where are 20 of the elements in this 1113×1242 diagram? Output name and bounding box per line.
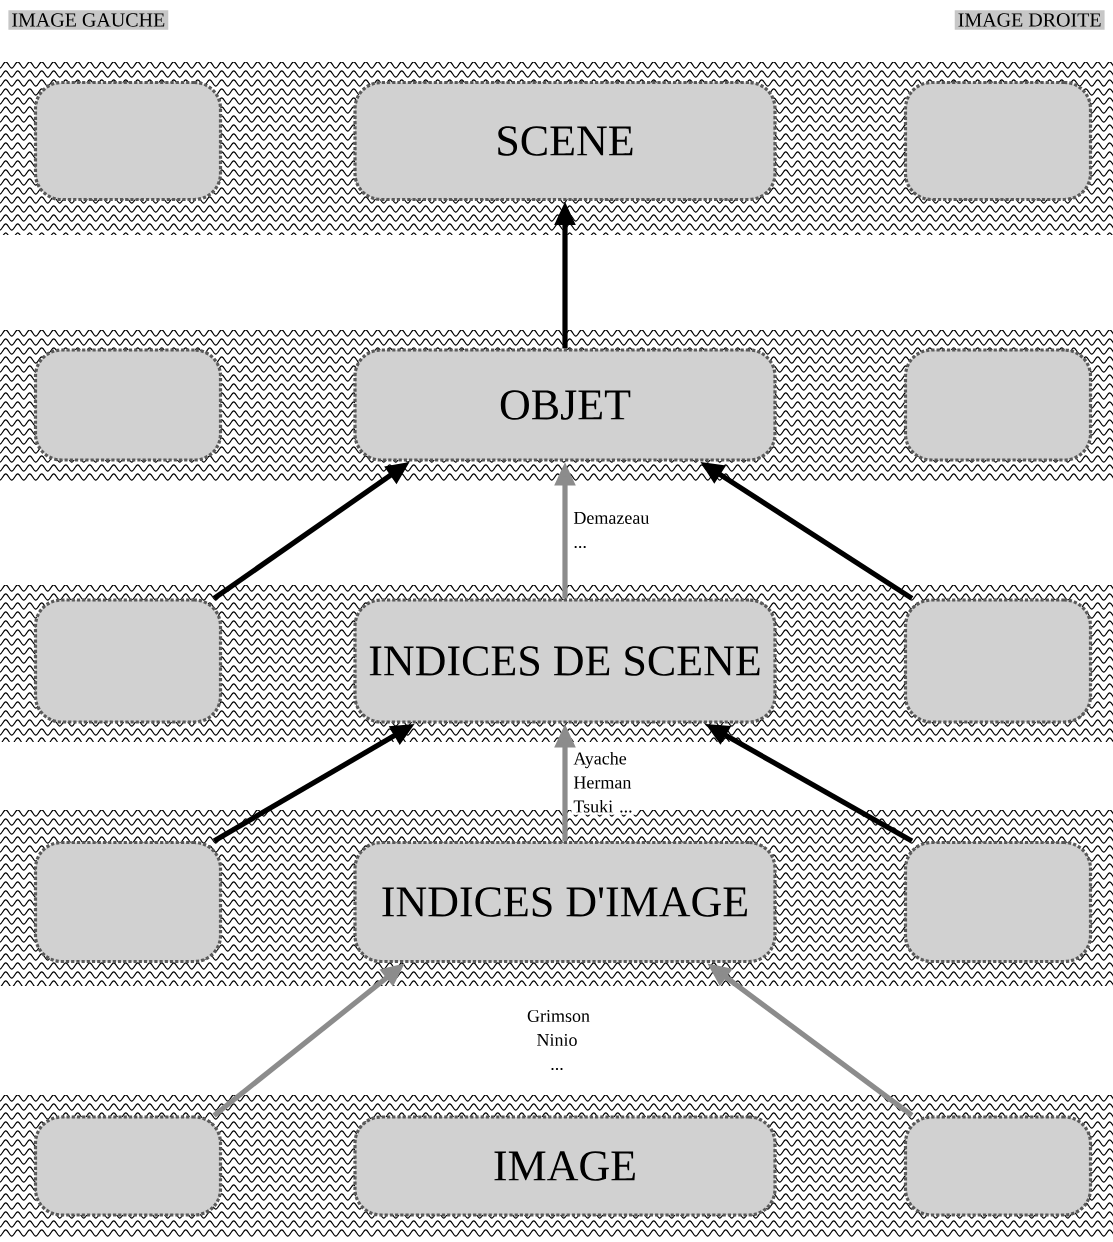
process-box: INDICES DE SCENE <box>353 598 777 724</box>
edge-label: Ayache Herman Tsuki ... <box>571 749 636 815</box>
edge-label: Demazeau ... <box>571 510 650 551</box>
empty-box <box>33 80 223 202</box>
view-label: IMAGE DROITE <box>954 10 1105 30</box>
empty-box <box>903 80 1093 202</box>
note-label: Grimson Ninio ... <box>527 1009 590 1071</box>
view-label: IMAGE GAUCHE <box>8 10 169 30</box>
process-box: INDICES D'IMAGE <box>353 840 777 964</box>
empty-box <box>903 1115 1093 1217</box>
process-box: IMAGE <box>353 1115 777 1217</box>
process-box: SCENE <box>353 80 777 202</box>
empty-box <box>903 348 1093 462</box>
empty-box <box>903 840 1093 964</box>
empty-box <box>903 598 1093 724</box>
empty-box <box>33 840 223 964</box>
empty-box <box>33 1115 223 1217</box>
empty-box <box>33 348 223 462</box>
process-box: OBJET <box>353 348 777 462</box>
empty-box <box>33 598 223 724</box>
